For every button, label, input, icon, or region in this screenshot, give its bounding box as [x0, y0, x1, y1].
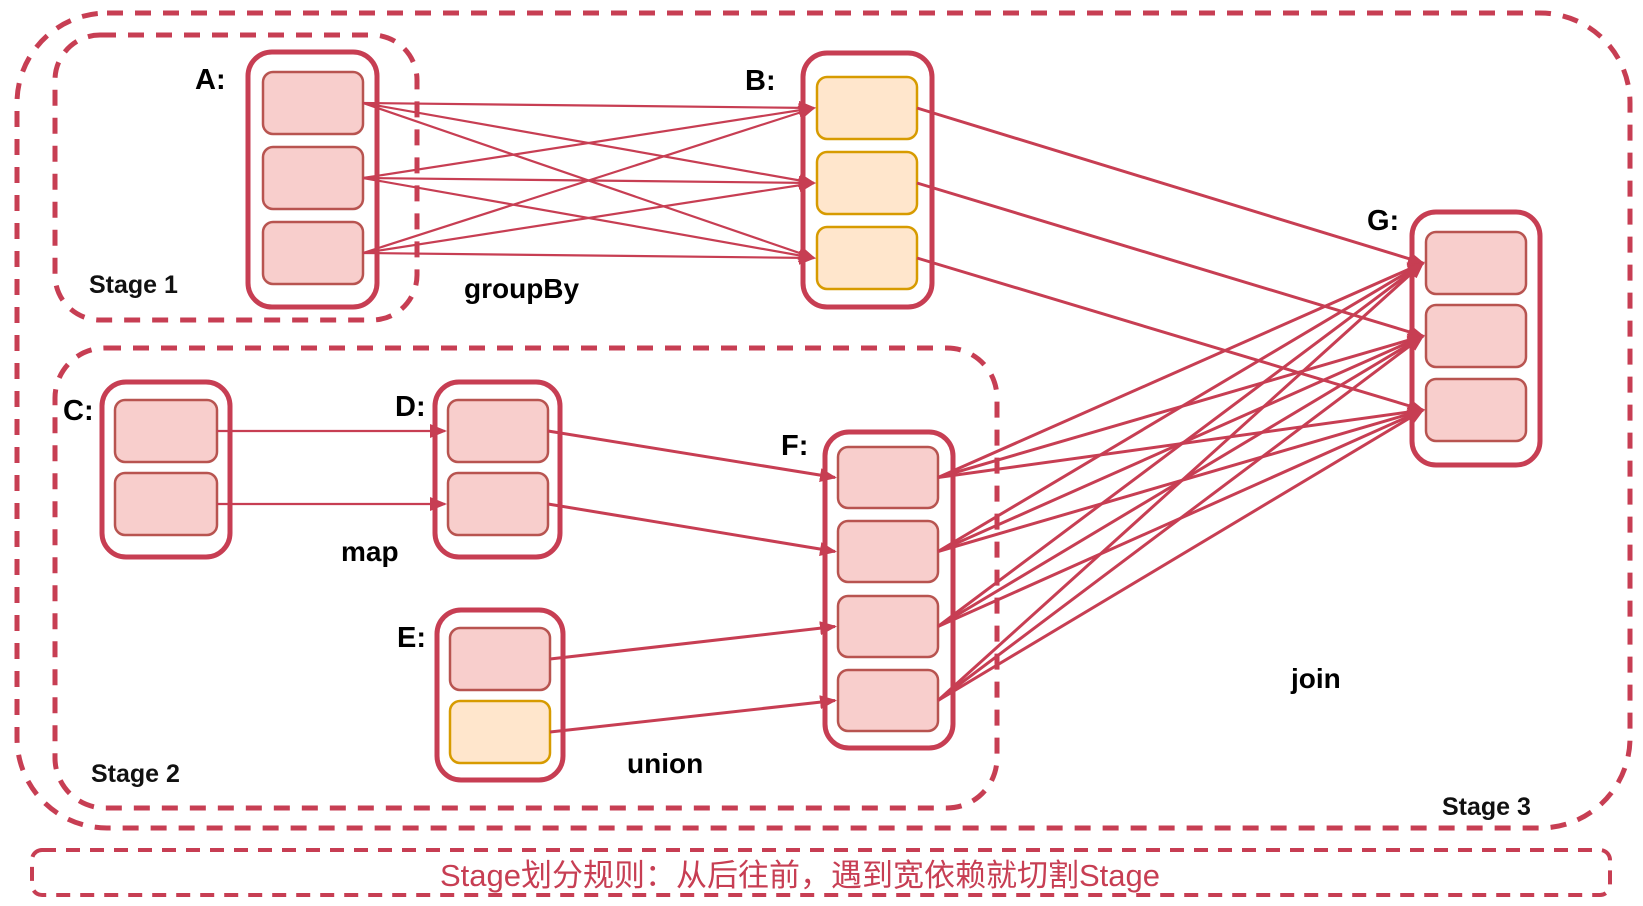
edge-groupBy-A3-B1 — [362, 105, 816, 255]
op-label-groupby: groupBy — [464, 273, 580, 304]
stage-label-3: Stage 3 — [1442, 793, 1531, 821]
edge-join-F2-G1 — [937, 261, 1425, 553]
edge-union-D1-F1 — [547, 429, 837, 483]
edge-groupBy-A3-B2 — [362, 178, 816, 255]
edge-groupBy-A1-B1 — [362, 100, 816, 115]
partition-G-3 — [1424, 377, 1528, 443]
partition-C-1 — [113, 398, 219, 464]
rdd-label-D: D: — [395, 391, 426, 423]
edge-union-D2-F2 — [547, 502, 837, 556]
partition-B-1 — [815, 75, 919, 141]
partition-D-2 — [446, 471, 550, 537]
partition-A-3 — [261, 220, 365, 286]
partition-C-2 — [113, 471, 219, 537]
edge-union-E1-F3 — [549, 621, 837, 661]
edge-union-E2-F4 — [549, 695, 837, 734]
edge-join-B2-G2 — [916, 181, 1425, 339]
partition-F-1 — [836, 445, 940, 510]
partition-G-1 — [1424, 230, 1528, 296]
partition-E-1 — [448, 626, 552, 692]
edge-join-B1-G1 — [916, 106, 1425, 266]
partition-D-1 — [446, 398, 550, 464]
edge-join-F4-G1 — [936, 261, 1425, 702]
edge-join-B3-G3 — [916, 256, 1425, 413]
rdd-label-G: G: — [1367, 205, 1399, 237]
edge-groupBy-A2-B1 — [362, 103, 816, 180]
rdd-label-C: C: — [63, 395, 94, 427]
edge-join-F3-G1 — [937, 261, 1425, 628]
edge-groupBy-A3-B3 — [362, 250, 816, 265]
partition-F-3 — [836, 594, 940, 659]
caption-box — [30, 848, 1612, 897]
rdd-label-F: F: — [781, 430, 808, 462]
op-label-join: join — [1290, 663, 1341, 694]
partition-G-2 — [1424, 303, 1528, 369]
partition-F-4 — [836, 668, 940, 733]
partition-A-1 — [261, 70, 365, 136]
partition-E-2 — [448, 699, 552, 765]
partition-A-2 — [261, 145, 365, 211]
stage2-boundary — [52, 345, 1000, 811]
rdd-nodes-layer — [99, 49, 1543, 783]
stage3-boundary — [14, 10, 1633, 831]
rdd-label-B: B: — [745, 65, 776, 97]
partition-B-2 — [815, 150, 919, 216]
stage-label-2: Stage 2 — [91, 760, 180, 788]
stage-label-1: Stage 1 — [89, 271, 178, 299]
edge-join-F1-G1 — [937, 261, 1425, 479]
partition-B-3 — [815, 225, 919, 291]
caption-text: Stage划分规则：从后往前，遇到宽依赖就切割Stage — [440, 858, 1160, 893]
rdd-label-A: A: — [195, 64, 226, 96]
rdd-label-E: E: — [397, 622, 426, 654]
partition-F-2 — [836, 519, 940, 584]
op-label-union: union — [627, 748, 703, 779]
stage1-boundary — [52, 32, 420, 323]
edge-join-F4-G2 — [937, 334, 1425, 702]
edge-join-F4-G3 — [937, 408, 1425, 702]
dependency-edges-layer — [217, 100, 1425, 734]
op-label-map: map — [341, 536, 399, 567]
